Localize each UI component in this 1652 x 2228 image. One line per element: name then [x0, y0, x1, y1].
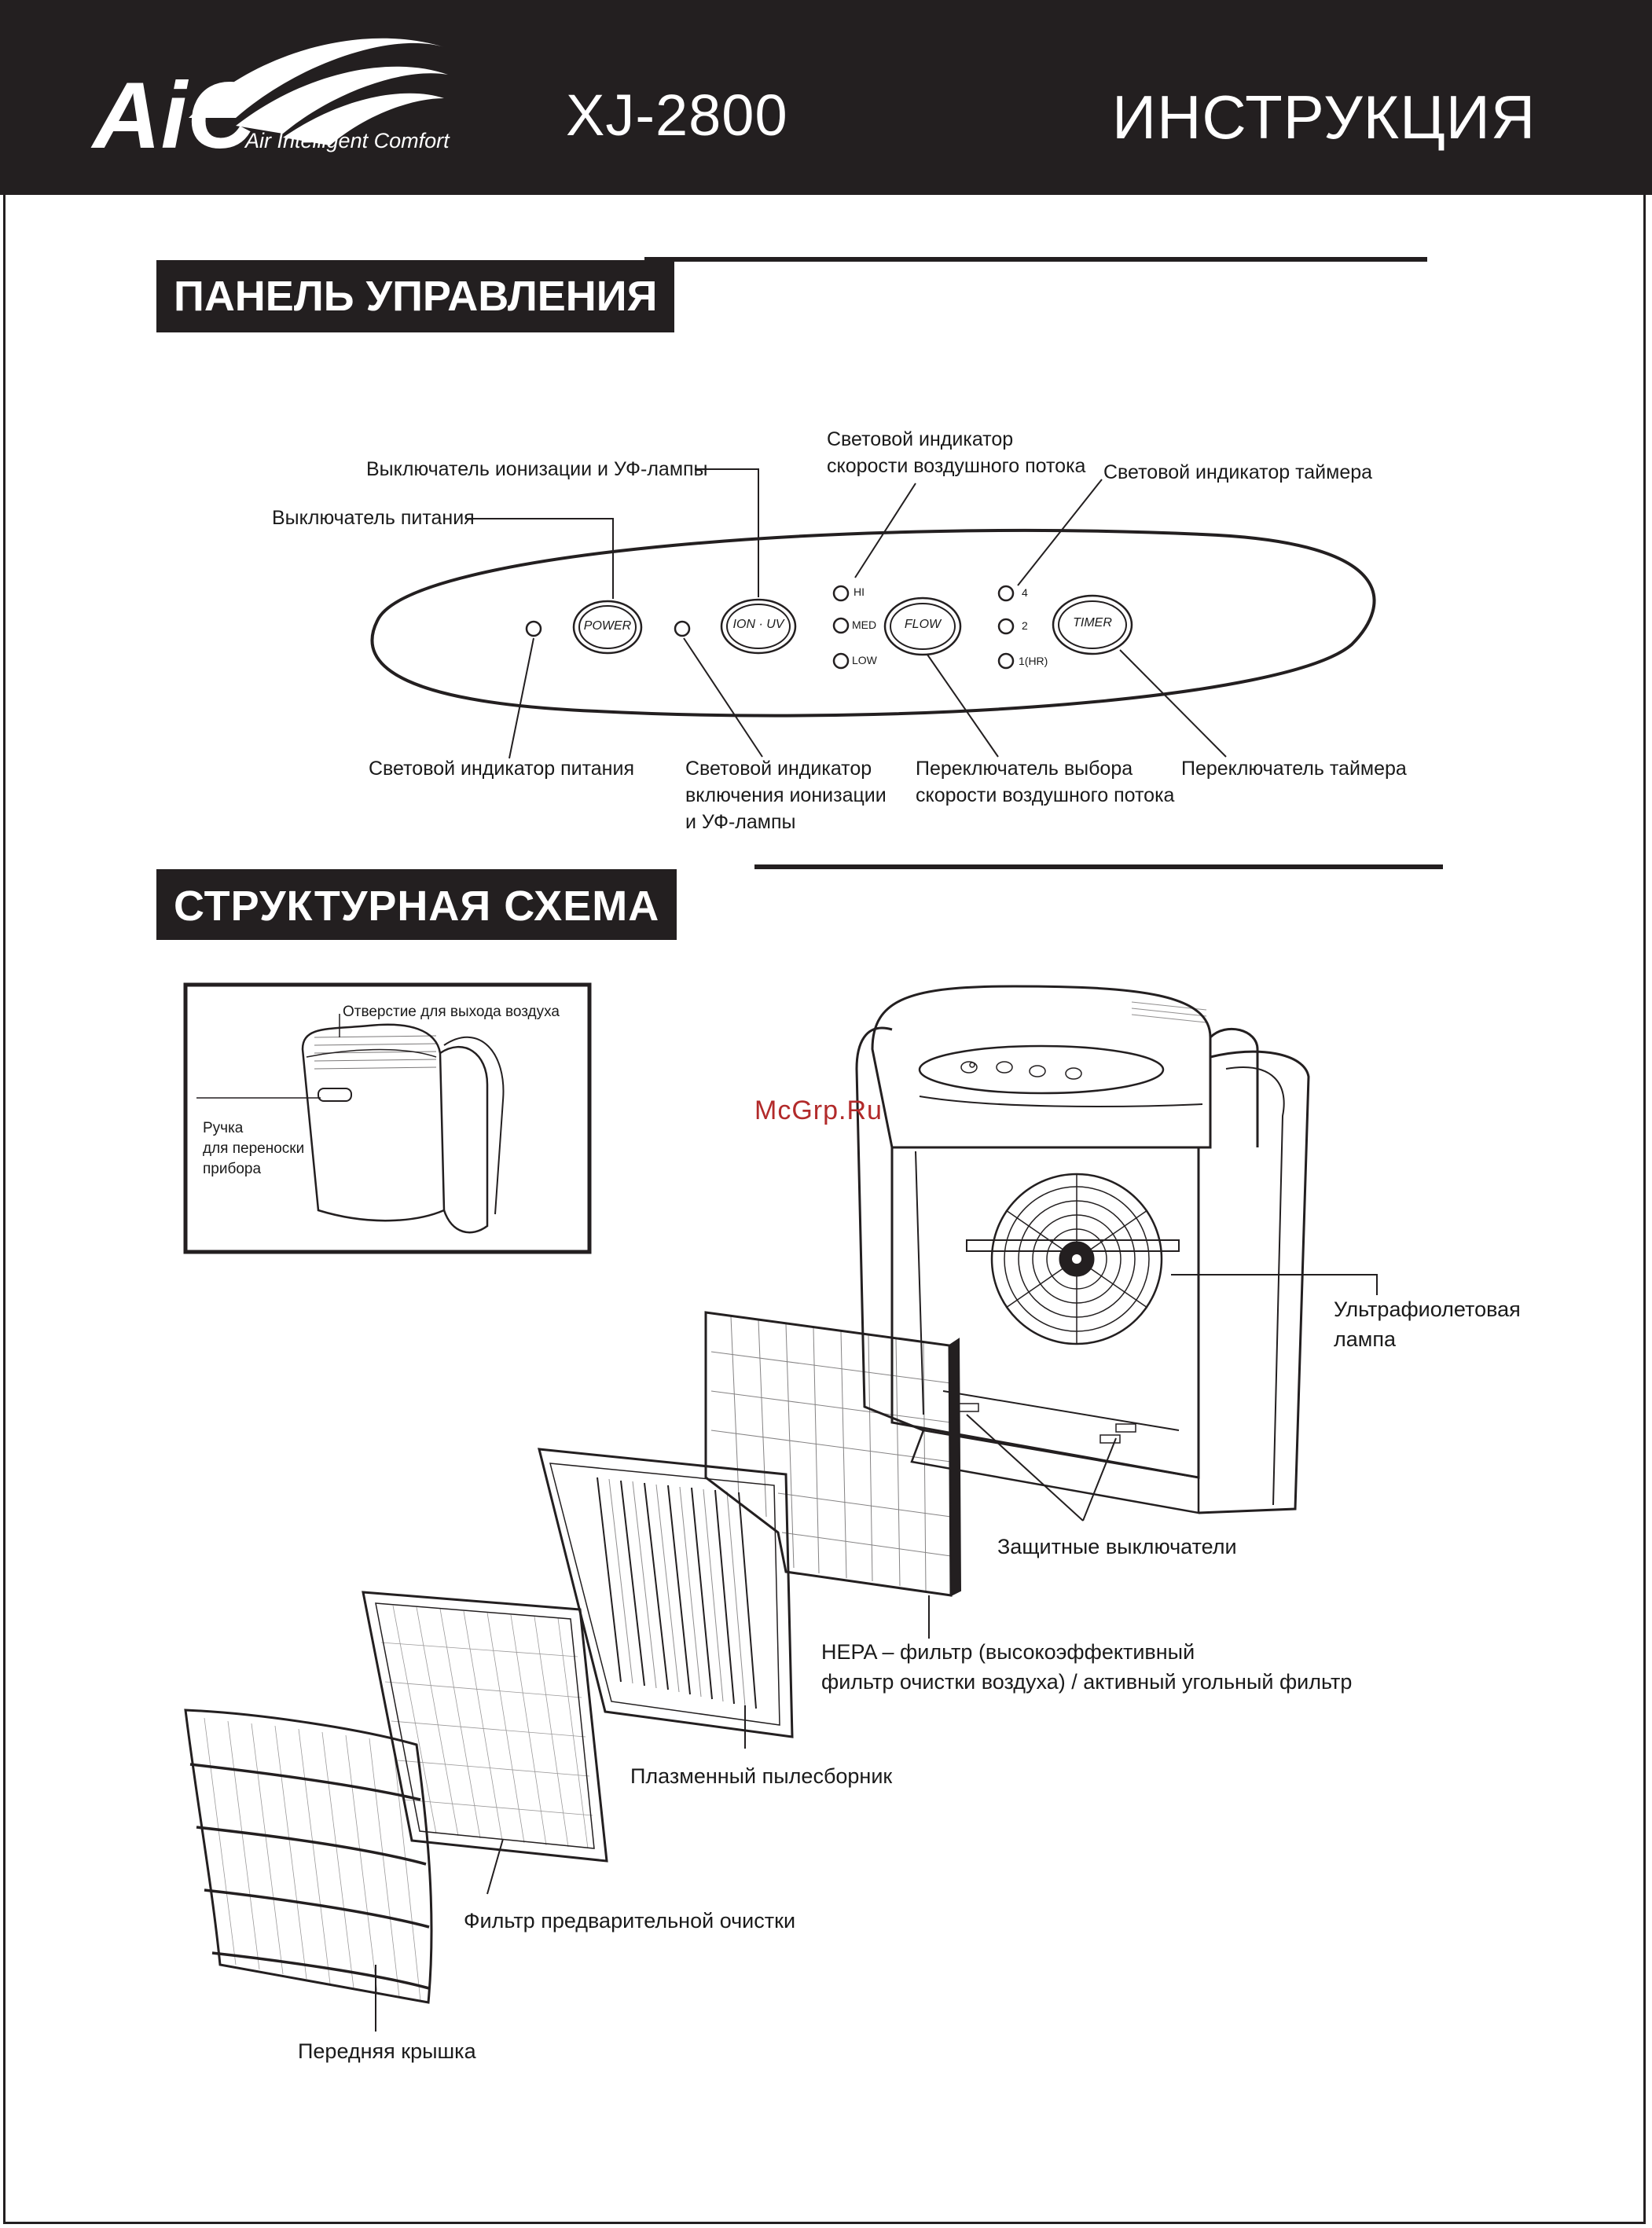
- timer-level-1hr: 1(HR): [1019, 655, 1048, 667]
- control-panel-diagram: [370, 468, 1376, 759]
- document-title: ИНСТРУКЦИЯ: [1112, 83, 1536, 152]
- section-heading-structure: СТРУКТУРНАЯ СХЕМА: [156, 869, 677, 940]
- hepa-filter: [704, 1311, 962, 1597]
- watermark: McGrp.Ru: [754, 1096, 883, 1125]
- purifier-body: [855, 985, 1310, 1514]
- timer-level-4: 4: [1022, 586, 1028, 599]
- model-number: XJ-2800: [566, 83, 788, 148]
- label-handle-1: Ручка: [203, 1120, 244, 1136]
- plasma-collector: [538, 1448, 794, 1738]
- label-ion-uv-switch: Выключатель ионизации и УФ-лампы: [366, 458, 708, 480]
- timer-level-2: 2: [1022, 619, 1028, 632]
- label-safety-switches: Защитные выключатели: [997, 1535, 1237, 1558]
- ion-uv-button-label: ION · UV: [732, 618, 784, 631]
- label-timer-switch: Переключатель таймера: [1181, 758, 1407, 780]
- label-handle-3: прибора: [203, 1161, 262, 1177]
- pre-filter: [362, 1591, 608, 1863]
- label-prefilter: Фильтр предварительной очистки: [464, 1909, 796, 1933]
- speed-level-low: LOW: [852, 654, 877, 666]
- label-hepa-1: HEPA – фильтр (высокоэффективный: [821, 1640, 1195, 1664]
- inset-portable-view: [183, 982, 592, 1254]
- label-speed-indicator-2: скорости воздушного потока: [827, 455, 1086, 477]
- label-timer-indicator: Световой индикатор таймера: [1103, 461, 1373, 483]
- label-power-switch: Выключатель питания: [272, 507, 475, 529]
- logo-letters-icon: AiC: [90, 63, 257, 168]
- label-handle-2: для переноски: [203, 1140, 305, 1157]
- speed-level-med: MED: [852, 618, 877, 631]
- logo-text: AiC: [90, 63, 257, 168]
- label-plasma-collector: Плазменный пылесборник: [630, 1764, 893, 1788]
- structure-leaders: [375, 1274, 1378, 2032]
- power-button-label: POWER: [583, 619, 632, 633]
- label-power-indicator: Световой индикатор питания: [369, 758, 634, 780]
- page-header: [0, 0, 1652, 195]
- speed-level-hi: HI: [854, 585, 865, 598]
- logo-swoosh-icon: [189, 38, 448, 145]
- label-ion-uv-indicator-3: и УФ-лампы: [685, 811, 796, 833]
- label-uv-lamp-1: Ультрафиолетовая: [1334, 1298, 1521, 1321]
- page-frame: [3, 195, 1646, 2224]
- label-hepa-2: фильтр очистки воздуха) / активный уголь…: [821, 1670, 1353, 1694]
- timer-button-label: TIMER: [1073, 616, 1112, 629]
- label-flow-switch-2: скорости воздушного потока: [916, 784, 1175, 806]
- brand-tagline: Air Intelligent Comfort: [245, 129, 450, 152]
- label-front-cover: Передняя крышка: [298, 2039, 476, 2063]
- label-flow-switch-1: Переключатель выбора: [916, 758, 1133, 780]
- label-air-outlet: Отверстие для выхода воздуха: [343, 1004, 560, 1020]
- label-ion-uv-indicator-2: включения ионизации: [685, 784, 887, 806]
- section-heading-control-panel: ПАНЕЛЬ УПРАВЛЕНИЯ: [156, 260, 675, 332]
- front-cover: [184, 1709, 433, 2004]
- label-speed-indicator-1: Световой индикатор: [827, 428, 1014, 450]
- flow-button-label: FLOW: [904, 618, 942, 631]
- label-uv-lamp-2: лампа: [1334, 1327, 1396, 1351]
- label-ion-uv-indicator-1: Световой индикатор: [685, 758, 872, 780]
